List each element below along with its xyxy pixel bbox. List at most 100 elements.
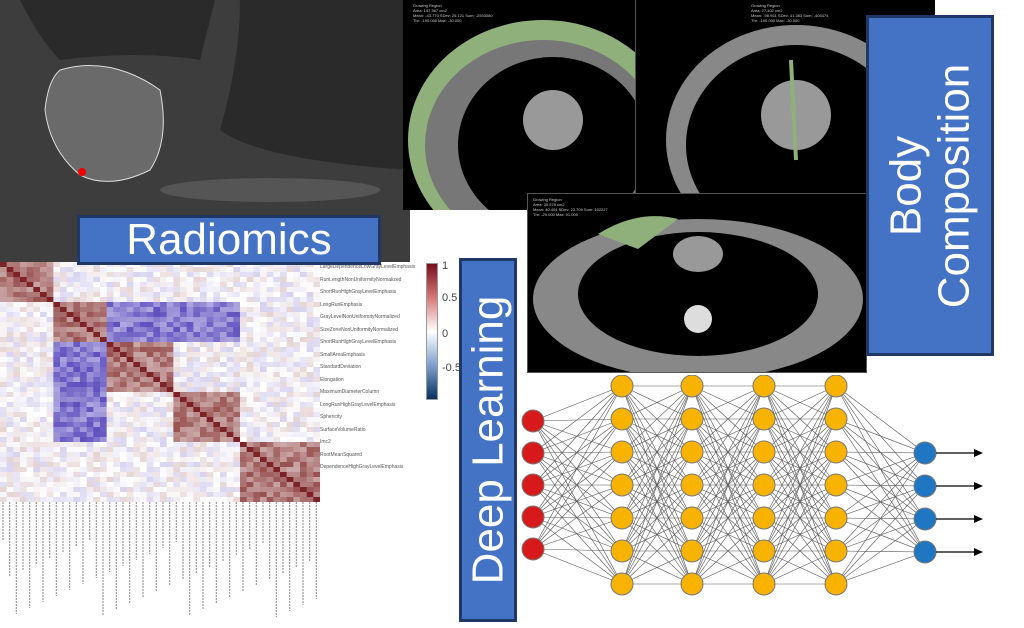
heatmap-cell — [300, 482, 307, 488]
heatmap-cell — [113, 437, 121, 443]
heatmap-cell — [60, 287, 67, 293]
heatmap-cell — [200, 447, 207, 453]
heatmap-cell — [93, 482, 101, 488]
heatmap-cell — [20, 347, 27, 353]
heatmap-cell — [73, 477, 81, 483]
heatmap-cell — [246, 452, 254, 458]
heatmap-cell — [226, 267, 234, 273]
heatmap-cell — [133, 447, 141, 453]
heatmap-cell — [26, 362, 34, 368]
heatmap-cell — [86, 402, 94, 408]
heatmap-cell — [273, 297, 281, 303]
heatmap-cell — [73, 422, 81, 428]
heatmap-cell — [173, 277, 181, 283]
heatmap-cell — [240, 337, 247, 343]
arrow-head-icon — [974, 548, 983, 556]
heatmap-cell — [13, 317, 21, 323]
heatmap-cell — [106, 422, 114, 428]
heatmap-cell — [280, 457, 287, 463]
heatmap-cell — [200, 477, 207, 483]
connection — [621, 385, 693, 453]
heatmap-cell — [200, 437, 207, 443]
heatmap-cell — [286, 447, 294, 453]
heatmap-cell — [133, 307, 141, 313]
heatmap-cell — [313, 307, 320, 313]
heatmap-cell — [46, 302, 54, 308]
heatmap-cell — [60, 282, 67, 288]
heatmap-cell — [73, 347, 81, 353]
heatmap-cell — [253, 362, 261, 368]
heatmap-cell — [173, 297, 181, 303]
heatmap-cell — [140, 437, 147, 443]
heatmap-cell — [300, 322, 307, 328]
heatmap-cell — [206, 302, 214, 308]
heatmap-cell — [20, 372, 27, 378]
heatmap-cell — [80, 392, 87, 398]
heatmap-cell — [6, 442, 14, 448]
heatmap-cell — [153, 282, 161, 288]
heatmap-cell — [100, 327, 107, 333]
heatmap-cell — [133, 352, 141, 358]
heatmap-cell — [160, 292, 167, 298]
heatmap-cell — [80, 337, 87, 343]
heatmap-cell — [193, 387, 201, 393]
heatmap-cell — [113, 487, 121, 493]
heatmap-cell — [73, 317, 81, 323]
heatmap-cell — [100, 402, 107, 408]
heatmap-cell — [313, 322, 320, 328]
heatmap-cell — [233, 452, 241, 458]
heatmap-cell — [6, 327, 14, 333]
heatmap-cell — [80, 287, 87, 293]
heatmap-cell — [80, 302, 87, 308]
heatmap-cell — [100, 357, 107, 363]
heatmap-cell — [200, 297, 207, 303]
heatmap-cell — [60, 477, 67, 483]
heatmap-cell — [146, 267, 154, 273]
heatmap-cell — [160, 307, 167, 313]
heatmap-cell — [280, 337, 287, 343]
heatmap-cell — [73, 462, 81, 468]
heatmap-cell — [180, 292, 187, 298]
heatmap-cell — [106, 362, 114, 368]
heatmap-cell — [306, 447, 314, 453]
heatmap-cell — [193, 292, 201, 298]
heatmap-cell — [160, 337, 167, 343]
heatmap-cell — [100, 432, 107, 438]
heatmap-cell — [206, 387, 214, 393]
heatmap-cell — [173, 287, 181, 293]
heatmap-cell — [220, 497, 227, 502]
ct-info: Area: 147.567 cm2 — [413, 8, 447, 13]
heatmap-cell — [180, 347, 187, 353]
marker-dot — [78, 168, 86, 176]
heatmap-cell — [13, 322, 21, 328]
heatmap-cell — [273, 302, 281, 308]
heatmap-cell — [226, 357, 234, 363]
heatmap-cell — [186, 337, 194, 343]
heatmap-cell — [153, 402, 161, 408]
heatmap-cell — [73, 352, 81, 358]
heatmap-cell — [140, 497, 147, 502]
heatmap-cell — [253, 277, 261, 283]
heatmap-cell — [73, 332, 81, 338]
heatmap-cell — [126, 332, 134, 338]
heatmap-cell — [20, 327, 27, 333]
heatmap-cell — [180, 417, 187, 423]
heatmap-cell — [133, 317, 141, 323]
hidden-node — [680, 440, 704, 464]
heatmap-cell — [13, 312, 21, 318]
heatmap-cell — [26, 397, 34, 403]
heatmap-cell — [133, 312, 141, 318]
heatmap-cell — [293, 327, 301, 333]
heatmap-cell — [126, 447, 134, 453]
heatmap-cell — [40, 412, 47, 418]
heatmap-cell — [286, 287, 294, 293]
heatmap-cell — [273, 357, 281, 363]
heatmap-cell — [286, 267, 294, 273]
heatmap-cell — [313, 347, 320, 353]
heatmap-cell — [293, 407, 301, 413]
heatmap-cell — [133, 437, 141, 443]
heatmap-cell — [13, 287, 21, 293]
heatmap-cell — [153, 332, 161, 338]
heatmap-cell — [86, 452, 94, 458]
heatmap-cell — [166, 332, 174, 338]
